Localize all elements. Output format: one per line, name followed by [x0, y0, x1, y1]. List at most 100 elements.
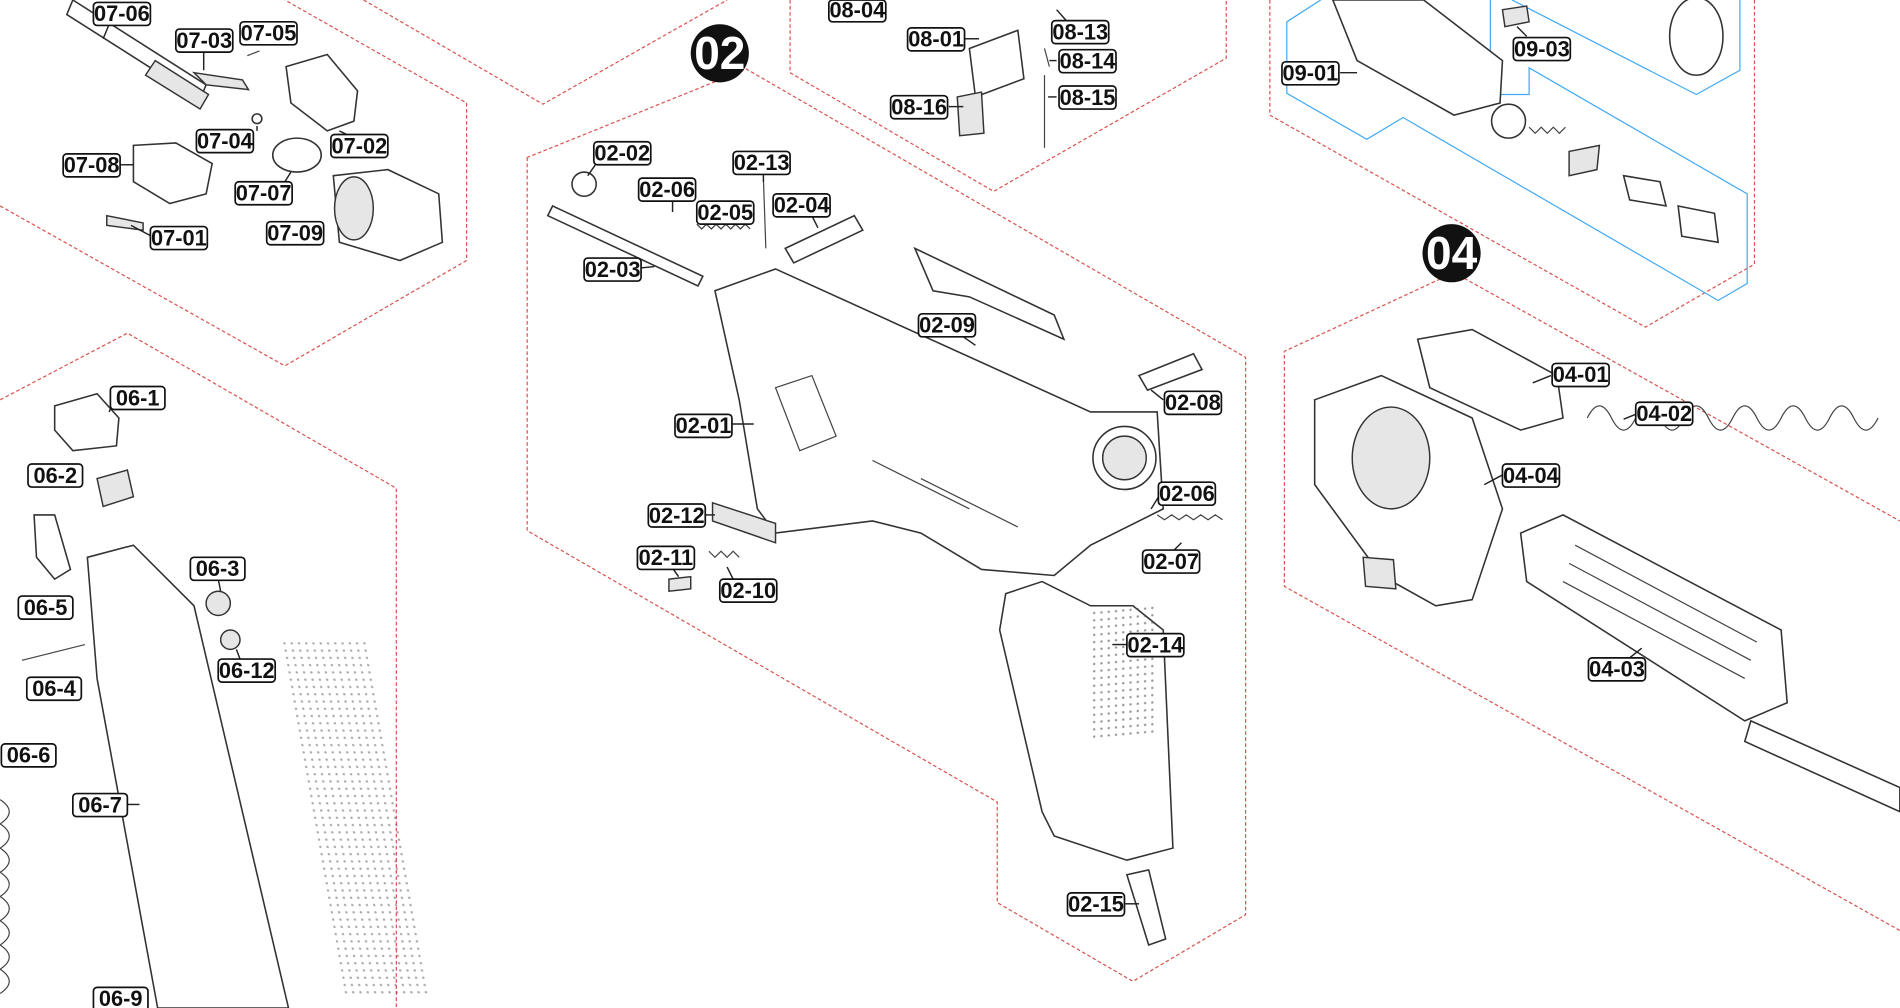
group-02-outline — [526, 68, 1247, 983]
part-07-03-clip — [191, 71, 250, 91]
tag-06-12-text: 06-12 — [219, 658, 275, 683]
part-09-tube-cap — [1668, 0, 1724, 76]
tag-07-08-text: 07-08 — [64, 153, 120, 178]
leader-02-02 — [587, 163, 597, 177]
tag-06-6: 06-6 — [0, 743, 57, 768]
tag-07-01-text: 07-01 — [151, 225, 207, 250]
tag-06-7-text: 06-7 — [78, 792, 122, 817]
part-06-1-feed-lip — [53, 392, 120, 452]
group-08-outline — [789, 0, 1227, 193]
tag-06-3-text: 06-3 — [196, 556, 240, 581]
tag-02-02: 02-02 — [592, 141, 652, 166]
tag-07-05-text: 07-05 — [241, 21, 297, 46]
tag-02-02-text: 02-02 — [594, 141, 650, 166]
group-06-outline — [0, 332, 397, 1008]
tag-02-07-text: 02-07 — [1143, 549, 1199, 574]
tag-08-16-text: 08-16 — [891, 94, 947, 119]
part-07-01-screw — [106, 214, 144, 232]
tag-06-1: 06-1 — [109, 385, 166, 411]
tag-02-10-text: 02-10 — [720, 578, 776, 603]
tag-02-01: 02-01 — [674, 413, 733, 439]
part-07-02-housing — [285, 53, 359, 132]
part-02-09-trigger-assembly — [913, 246, 1066, 341]
tag-06-4: 06-4 — [25, 676, 83, 702]
group-badge-02-text: 02 — [694, 27, 745, 79]
leader-04-02 — [1623, 413, 1637, 420]
tag-07-07: 07-07 — [234, 181, 293, 206]
tag-02-04-text: 02-04 — [774, 193, 830, 218]
group-09-subgroup-outline — [1286, 0, 1748, 302]
tag-07-06-text: 07-06 — [94, 1, 150, 26]
part-06-7-magazine-body — [86, 544, 290, 1008]
tag-04-03-text: 04-03 — [1589, 657, 1645, 682]
tag-09-03-text: 09-03 — [1514, 36, 1570, 61]
tag-07-04: 07-04 — [195, 128, 255, 154]
tag-09-01-text: 09-01 — [1283, 61, 1339, 86]
tag-02-13-text: 02-13 — [734, 150, 790, 175]
part-07-07-cylinder — [271, 137, 322, 173]
tag-08-04: 08-04 — [827, 0, 887, 23]
tag-06-3: 06-3 — [189, 556, 246, 582]
group-09-outline — [1269, 0, 1756, 328]
part-09-piston — [1568, 144, 1601, 177]
part-06-2-block — [96, 469, 135, 508]
group-09-subgroup-outline-right — [1511, 0, 1741, 96]
part-04-03-buffer-tube-flutes — [1562, 544, 1758, 679]
tag-07-01: 07-01 — [149, 225, 209, 251]
tag-07-09-text: 07-09 — [267, 220, 323, 245]
leader-09-03 — [1516, 26, 1528, 37]
part-04-04-stock-adapter-bore — [1351, 406, 1431, 510]
group-07-outline — [0, 0, 468, 367]
tag-06-4-text: 06-4 — [32, 676, 76, 701]
tag-08-01-text: 08-01 — [908, 27, 964, 52]
tag-06-2: 06-2 — [27, 463, 84, 488]
group-badge-04-text: 04 — [1426, 227, 1478, 279]
tag-09-03: 09-03 — [1512, 36, 1572, 62]
part-02-01-lower-receiver-detail — [774, 374, 1019, 528]
tag-04-02-text: 04-02 — [1636, 401, 1692, 426]
part-09-valve — [1622, 174, 1668, 207]
tag-02-06a-text: 02-06 — [639, 177, 695, 202]
tag-06-9: 06-9 — [92, 986, 149, 1008]
tag-04-03: 04-03 — [1587, 657, 1647, 682]
part-06-4-pin — [21, 643, 86, 661]
leader-02-09 — [962, 336, 976, 346]
leader-07-07 — [284, 171, 292, 183]
part-02-01-buffer-ring-inner — [1101, 435, 1147, 481]
leader-04-04 — [1483, 474, 1503, 486]
tag-07-06: 07-06 — [92, 1, 152, 27]
tag-06-2-text: 06-2 — [33, 463, 77, 488]
tag-04-04-text: 04-04 — [1503, 463, 1559, 488]
part-08-16-lever — [956, 91, 985, 137]
tag-02-09-text: 02-09 — [919, 313, 975, 338]
tag-07-04-text: 07-04 — [197, 128, 253, 153]
tag-02-03-text: 02-03 — [585, 257, 641, 282]
leader-08-13 — [1056, 9, 1067, 22]
part-tags: 07-06 07-03 07-05 07-04 07-02 07-08 07-0… — [0, 0, 1694, 1008]
tag-02-06b-text: 02-06 — [1159, 481, 1215, 506]
tag-06-9-text: 06-9 — [99, 986, 143, 1008]
part-07-09-chamber-face — [333, 176, 375, 241]
part-02-10-spring — [708, 550, 740, 559]
tag-07-03-text: 07-03 — [176, 28, 232, 53]
tag-06-12: 06-12 — [217, 658, 277, 683]
part-06-9-spring — [0, 799, 10, 994]
tag-06-5-text: 06-5 — [24, 595, 68, 620]
tag-08-01: 08-01 — [906, 27, 966, 52]
part-02-02-bushing — [571, 171, 598, 198]
tag-02-06a: 02-06 — [637, 177, 697, 202]
tag-08-13-text: 08-13 — [1052, 19, 1108, 44]
leader-04-03 — [1629, 647, 1643, 659]
part-06-3-valve — [205, 590, 232, 617]
part-09-spring — [1528, 126, 1566, 135]
leader-07-06 — [102, 23, 110, 40]
tag-02-06b: 02-06 — [1157, 481, 1217, 507]
part-06-7-magazine-dots — [282, 642, 430, 994]
tag-04-04: 04-04 — [1501, 463, 1561, 488]
group-badge-02: 02 — [690, 24, 749, 83]
tag-02-15: 02-15 — [1066, 892, 1126, 917]
tag-07-07-text: 07-07 — [236, 181, 292, 206]
part-06-12-valve-cap — [219, 629, 241, 651]
leader-07-01 — [130, 224, 152, 237]
